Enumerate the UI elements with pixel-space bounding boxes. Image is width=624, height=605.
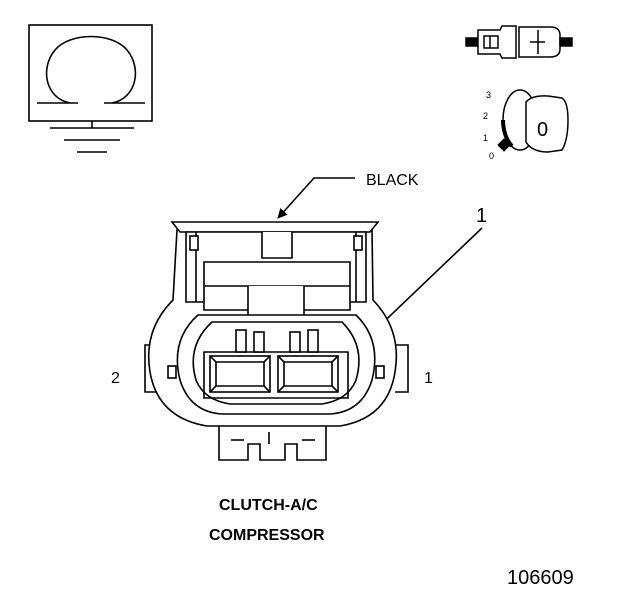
key-position-2: 2 bbox=[483, 111, 488, 121]
item-number-label: 1 bbox=[476, 205, 488, 227]
key-position-3: 3 bbox=[486, 90, 491, 100]
caption-line-1: CLUTCH-A/C bbox=[219, 497, 318, 514]
key-position-0: 0 bbox=[489, 151, 494, 161]
key-position-marker bbox=[497, 138, 511, 152]
color-callout-leader bbox=[277, 177, 355, 219]
pin-2-label: 2 bbox=[111, 370, 120, 387]
connector-color-label: BLACK bbox=[366, 172, 419, 189]
key-position-1: 1 bbox=[483, 133, 488, 143]
ignition-key-icon: 3 2 1 0 0 bbox=[483, 89, 569, 161]
ohm-meter-ground-icon bbox=[28, 24, 153, 153]
figure-number: 106609 bbox=[507, 567, 574, 589]
caption-line-2: COMPRESSOR bbox=[209, 527, 325, 544]
connector-body bbox=[144, 221, 409, 461]
disconnected-connector-icon bbox=[465, 25, 573, 59]
key-label: 0 bbox=[537, 119, 548, 141]
pin-1-label: 1 bbox=[424, 370, 433, 387]
